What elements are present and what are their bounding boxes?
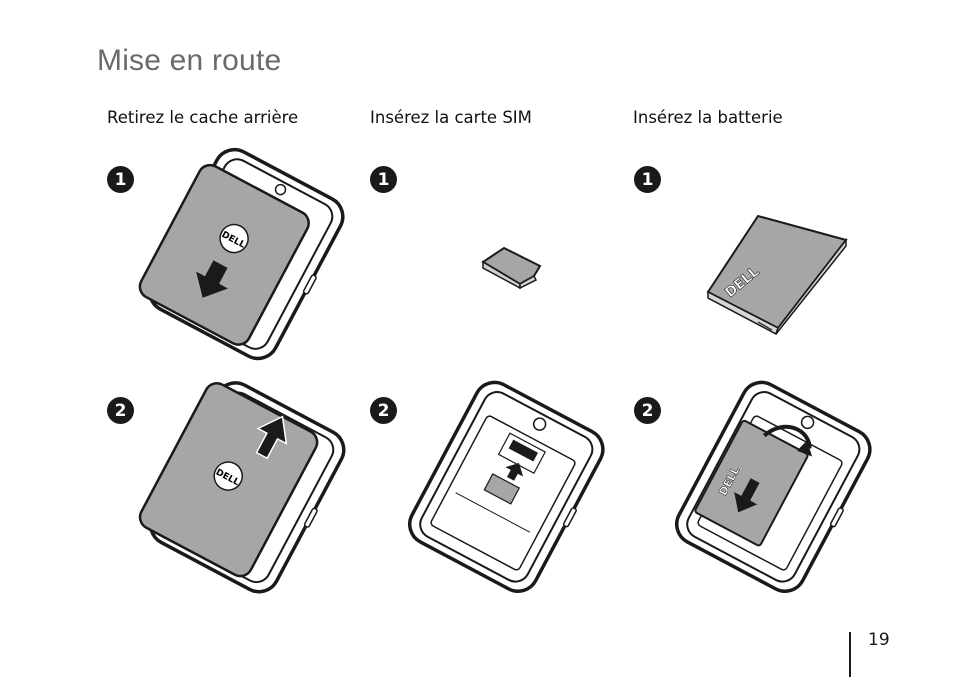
page-number: 19 xyxy=(868,630,890,650)
sim-card-corner xyxy=(519,274,538,290)
column-heading-insert-sim: Insérez la carte SIM xyxy=(370,108,532,127)
arrow-down-icon xyxy=(734,478,760,513)
page-number-divider xyxy=(849,632,851,677)
illustration-battery-insert: DELL xyxy=(675,380,872,593)
side-button xyxy=(830,507,844,528)
arrow-up-icon xyxy=(505,462,524,481)
step-1-badge: 1 xyxy=(107,166,134,193)
sim-card xyxy=(483,473,521,505)
camera-icon xyxy=(274,183,287,196)
arrow-down-icon xyxy=(196,260,228,298)
step-2-badge: 2 xyxy=(370,397,397,424)
column-heading-insert-battery: Insérez la batterie xyxy=(633,108,783,127)
side-button xyxy=(302,274,317,295)
illustration-cover-lift: DELL xyxy=(138,381,346,594)
sim-slot-connector xyxy=(508,439,539,462)
page-title: Mise en route xyxy=(97,44,282,77)
step-1-badge: 1 xyxy=(370,166,397,193)
illustration-battery: DELL xyxy=(706,214,848,336)
battery-contacts xyxy=(757,321,773,331)
column-heading-remove-cover: Retirez le cache arrière xyxy=(107,108,299,127)
curved-arrow-head-icon xyxy=(797,440,813,457)
step-2-badge: 2 xyxy=(634,397,661,424)
camera-icon xyxy=(800,415,815,430)
compartment-line xyxy=(455,492,531,533)
dell-logo-icon xyxy=(219,223,249,254)
step-1-badge: 1 xyxy=(634,166,661,193)
step-2-badge: 2 xyxy=(107,397,134,424)
illustration-sim-insert xyxy=(408,380,605,593)
curved-arrow-icon xyxy=(762,424,812,449)
illustration-sim-card xyxy=(481,246,542,290)
side-button xyxy=(303,507,318,528)
battery-side xyxy=(775,237,847,335)
arrow-up-icon xyxy=(255,415,288,460)
side-button xyxy=(563,507,577,528)
dell-logo-icon xyxy=(213,461,243,491)
illustration-cover-slide: DELL xyxy=(138,147,345,361)
camera-icon xyxy=(532,417,547,431)
back-cover xyxy=(138,163,310,346)
